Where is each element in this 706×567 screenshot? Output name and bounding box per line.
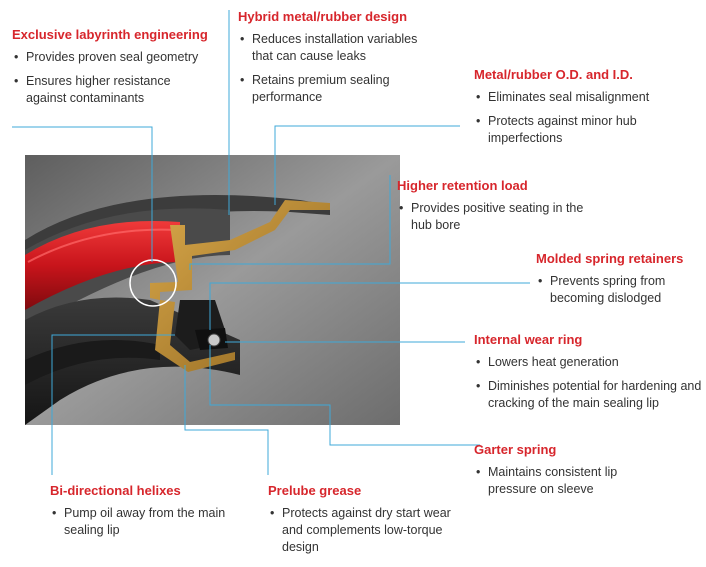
callout-title: Molded spring retainers xyxy=(536,251,684,266)
callout-retention: Higher retention load Provides positive … xyxy=(397,178,597,241)
callout-bullet: Maintains consistent lip pressure on sle… xyxy=(474,464,648,498)
leader-line-helixes xyxy=(51,334,175,475)
callout-hybrid: Hybrid metal/rubber design Reduces insta… xyxy=(238,9,438,113)
callout-title: Prelube grease xyxy=(268,483,362,498)
rubber-outer-arc xyxy=(25,195,330,265)
leader-line-garter xyxy=(209,345,480,446)
leader-line-labyrinth xyxy=(12,126,153,262)
callout-title: Bi-directional helixes xyxy=(50,483,181,498)
rubber-lower-band xyxy=(25,340,160,385)
callout-wear-ring: Internal wear ring Lowers heat generatio… xyxy=(474,332,701,419)
callout-title: Higher retention load xyxy=(397,178,528,193)
leader-line-retention xyxy=(189,175,391,270)
callout-bullet: Diminishes potential for hardening and c… xyxy=(474,378,703,412)
callout-bullet: Eliminates seal misalignment xyxy=(474,89,694,106)
callout-title: Hybrid metal/rubber design xyxy=(238,9,408,24)
callout-title: Internal wear ring xyxy=(474,332,583,347)
garter-spring xyxy=(207,333,221,347)
callout-spring-retainers: Molded spring retainers Prevents spring … xyxy=(536,251,696,314)
labyrinth-highlight-circle xyxy=(129,259,177,307)
callout-bullet: Protects against minor hub imperfections xyxy=(474,113,688,147)
callout-bullet: Provides proven seal geometry xyxy=(12,49,242,66)
callout-bullet: Prevents spring from becoming dislodged xyxy=(536,273,690,307)
callout-labyrinth: Exclusive labyrinth engineering Provides… xyxy=(12,27,242,114)
leader-line-od-id xyxy=(274,125,460,205)
callout-title: Garter spring xyxy=(474,442,557,457)
leader-line-spring-retainers xyxy=(209,282,530,330)
red-sleeve xyxy=(25,220,180,310)
callout-title: Metal/rubber O.D. and I.D. xyxy=(474,67,633,82)
callout-helixes: Bi-directional helixes Pump oil away fro… xyxy=(50,483,250,546)
callout-bullet: Lowers heat generation xyxy=(474,354,699,371)
callout-bullet: Reduces installation variables that can … xyxy=(238,31,437,65)
leader-lines xyxy=(12,10,530,475)
red-sleeve-highlight xyxy=(27,228,179,263)
metal-case xyxy=(150,200,330,372)
callout-title: Exclusive labyrinth engineering xyxy=(12,27,208,42)
callout-bullet: Retains premium sealing performance xyxy=(238,72,422,106)
callout-garter: Garter spring Maintains consistent lip p… xyxy=(474,442,674,505)
callout-bullet: Provides positive seating in the hub bor… xyxy=(397,200,591,234)
leader-line-grease xyxy=(184,365,269,475)
callout-bullet: Protects against dry start wear and comp… xyxy=(268,505,452,556)
callout-od-id: Metal/rubber O.D. and I.D. Eliminates se… xyxy=(474,67,694,154)
callout-bullet: Pump oil away from the main sealing lip xyxy=(50,505,259,539)
callout-bullet: Ensures higher resistance against contam… xyxy=(12,73,186,107)
callout-grease: Prelube grease Protects against dry star… xyxy=(268,483,451,563)
